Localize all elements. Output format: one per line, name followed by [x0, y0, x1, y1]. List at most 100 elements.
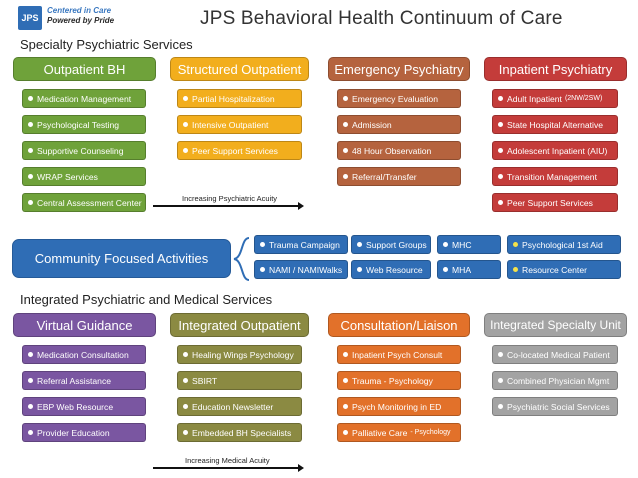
item-education-newsletter: Education Newsletter — [177, 397, 302, 416]
item-palliative-care: Palliative Care- Psychology — [337, 423, 461, 442]
bullet-icon — [28, 378, 33, 383]
item-embedded-bh-specialists: Embedded BH Specialists — [177, 423, 302, 442]
item-label: Embedded BH Specialists — [192, 427, 292, 438]
bullet-icon — [28, 148, 33, 153]
bullet-icon — [513, 242, 518, 247]
bullet-icon — [28, 352, 33, 357]
item-label: Supportive Counseling — [37, 145, 124, 156]
item-medication-management: Medication Management — [22, 89, 146, 108]
tagline: Centered in Care Powered by Pride — [47, 6, 114, 26]
item-central-assessment-center: Central Assessment Center — [22, 193, 146, 212]
item-co-located-medical-patient: Co-located Medical Patient — [492, 345, 618, 364]
bullet-icon — [183, 148, 188, 153]
item-peer-support-services: Peer Support Services — [177, 141, 302, 160]
item-label: Intensive Outpatient — [192, 119, 269, 130]
bullet-icon — [498, 352, 503, 357]
item-healing-wings-psychology: Healing Wings Psychology — [177, 345, 302, 364]
psychiatric-acuity-arrow — [153, 202, 304, 210]
bullet-icon — [343, 352, 348, 357]
community-item-psychological-1st-aid: Psychological 1st Aid — [507, 235, 621, 254]
item-label: Referral Assistance — [37, 375, 112, 386]
bullet-icon — [183, 96, 188, 101]
item-label: Emergency Evaluation — [352, 93, 438, 104]
bullet-icon — [343, 404, 348, 409]
item-psychological-testing: Psychological Testing — [22, 115, 146, 134]
item-label: NAMI / NAMIWalks — [269, 264, 343, 275]
item-state-hospital-alternative: State Hospital Alternative — [492, 115, 618, 134]
bullet-icon — [443, 267, 448, 272]
header-inpatient-psychiatry: Inpatient Psychiatry — [484, 57, 627, 81]
community-item-trauma-campaign: Trauma Campaign — [254, 235, 348, 254]
bullet-icon — [343, 174, 348, 179]
bullet-icon — [343, 378, 348, 383]
item-supportive-counseling: Supportive Counseling — [22, 141, 146, 160]
community-item-mha: MHA — [437, 260, 501, 279]
item-sublabel: - Psychology — [410, 429, 451, 436]
item-label: MHA — [452, 264, 472, 275]
header-emergency-psychiatry: Emergency Psychiatry — [328, 57, 470, 81]
bullet-icon — [443, 242, 448, 247]
item-label: Resource Center — [522, 264, 587, 275]
item-label: Referral/Transfer — [352, 171, 417, 182]
bullet-icon — [498, 96, 503, 101]
item-admission: Admission — [337, 115, 461, 134]
jps-logo: JPS — [18, 6, 42, 30]
bullet-icon — [513, 267, 518, 272]
item-label: WRAP Services — [37, 171, 98, 182]
brace-icon — [233, 237, 250, 281]
item-intensive-outpatient: Intensive Outpatient — [177, 115, 302, 134]
item-emergency-evaluation: Emergency Evaluation — [337, 89, 461, 108]
item-label: EBP Web Resource — [37, 401, 114, 412]
item-label: Partial Hospitalization — [192, 93, 275, 104]
bullet-icon — [498, 404, 503, 409]
item-label: Inpatient Psych Consult — [352, 349, 443, 360]
community-item-mhc: MHC — [437, 235, 501, 254]
item-trauma-psychology: Trauma - Psychology — [337, 371, 461, 390]
psychiatric-acuity-label: Increasing Psychiatric Acuity — [182, 194, 278, 203]
item-label: Web Resource — [366, 264, 423, 275]
item-label: MHC — [452, 239, 472, 250]
bullet-icon — [357, 267, 362, 272]
item-label: Healing Wings Psychology — [192, 349, 294, 360]
item-label: Medication Consultation — [37, 349, 129, 360]
bullet-icon — [498, 174, 503, 179]
item-label: SBIRT — [192, 375, 218, 386]
item-label: Palliative Care — [352, 427, 408, 438]
bullet-icon — [260, 267, 265, 272]
header-virtual-guidance: Virtual Guidance — [13, 313, 156, 337]
item-adolescent-inpatient: Adolescent Inpatient (AIU) — [492, 141, 618, 160]
item-label: Support Groups — [366, 239, 427, 250]
item-label: Psych Monitoring in ED — [352, 401, 442, 412]
item-label: Psychological 1st Aid — [522, 239, 603, 250]
item-label: 48 Hour Observation — [352, 145, 432, 156]
item-provider-education: Provider Education — [22, 423, 146, 442]
item-label: Central Assessment Center — [37, 197, 142, 208]
bullet-icon — [498, 122, 503, 127]
item-ebp-web-resource: EBP Web Resource — [22, 397, 146, 416]
header-outpatient-bh: Outpatient BH — [13, 57, 156, 81]
item-combined-physician-mgmt: Combined Physician Mgmt — [492, 371, 618, 390]
header-consultation-liaison: Consultation/Liaison — [328, 313, 470, 337]
bullet-icon — [183, 378, 188, 383]
item-label: Education Newsletter — [192, 401, 274, 412]
item-label: Admission — [352, 119, 392, 130]
item-label: Medication Management — [37, 93, 132, 104]
item-label: Combined Physician Mgmt — [507, 375, 610, 386]
bullet-icon — [183, 404, 188, 409]
bullet-icon — [498, 200, 503, 205]
item-label: Peer Support Services — [507, 197, 593, 208]
item-label: Provider Education — [37, 427, 110, 438]
item-referral-transfer: Referral/Transfer — [337, 167, 461, 186]
item-wrap-services: WRAP Services — [22, 167, 146, 186]
item-transition-management: Transition Management — [492, 167, 618, 186]
community-item-resource-center: Resource Center — [507, 260, 621, 279]
section-title-integrated: Integrated Psychiatric and Medical Servi… — [20, 292, 273, 307]
bullet-icon — [357, 242, 362, 247]
bullet-icon — [498, 148, 503, 153]
header-integrated-specialty-unit: Integrated Specialty Unit — [484, 313, 627, 337]
header-integrated-outpatient: Integrated Outpatient — [170, 313, 309, 337]
bullet-icon — [343, 122, 348, 127]
community-item-web-resource: Web Resource — [351, 260, 431, 279]
item-label: Peer Support Services — [192, 145, 278, 156]
bullet-icon — [28, 174, 33, 179]
